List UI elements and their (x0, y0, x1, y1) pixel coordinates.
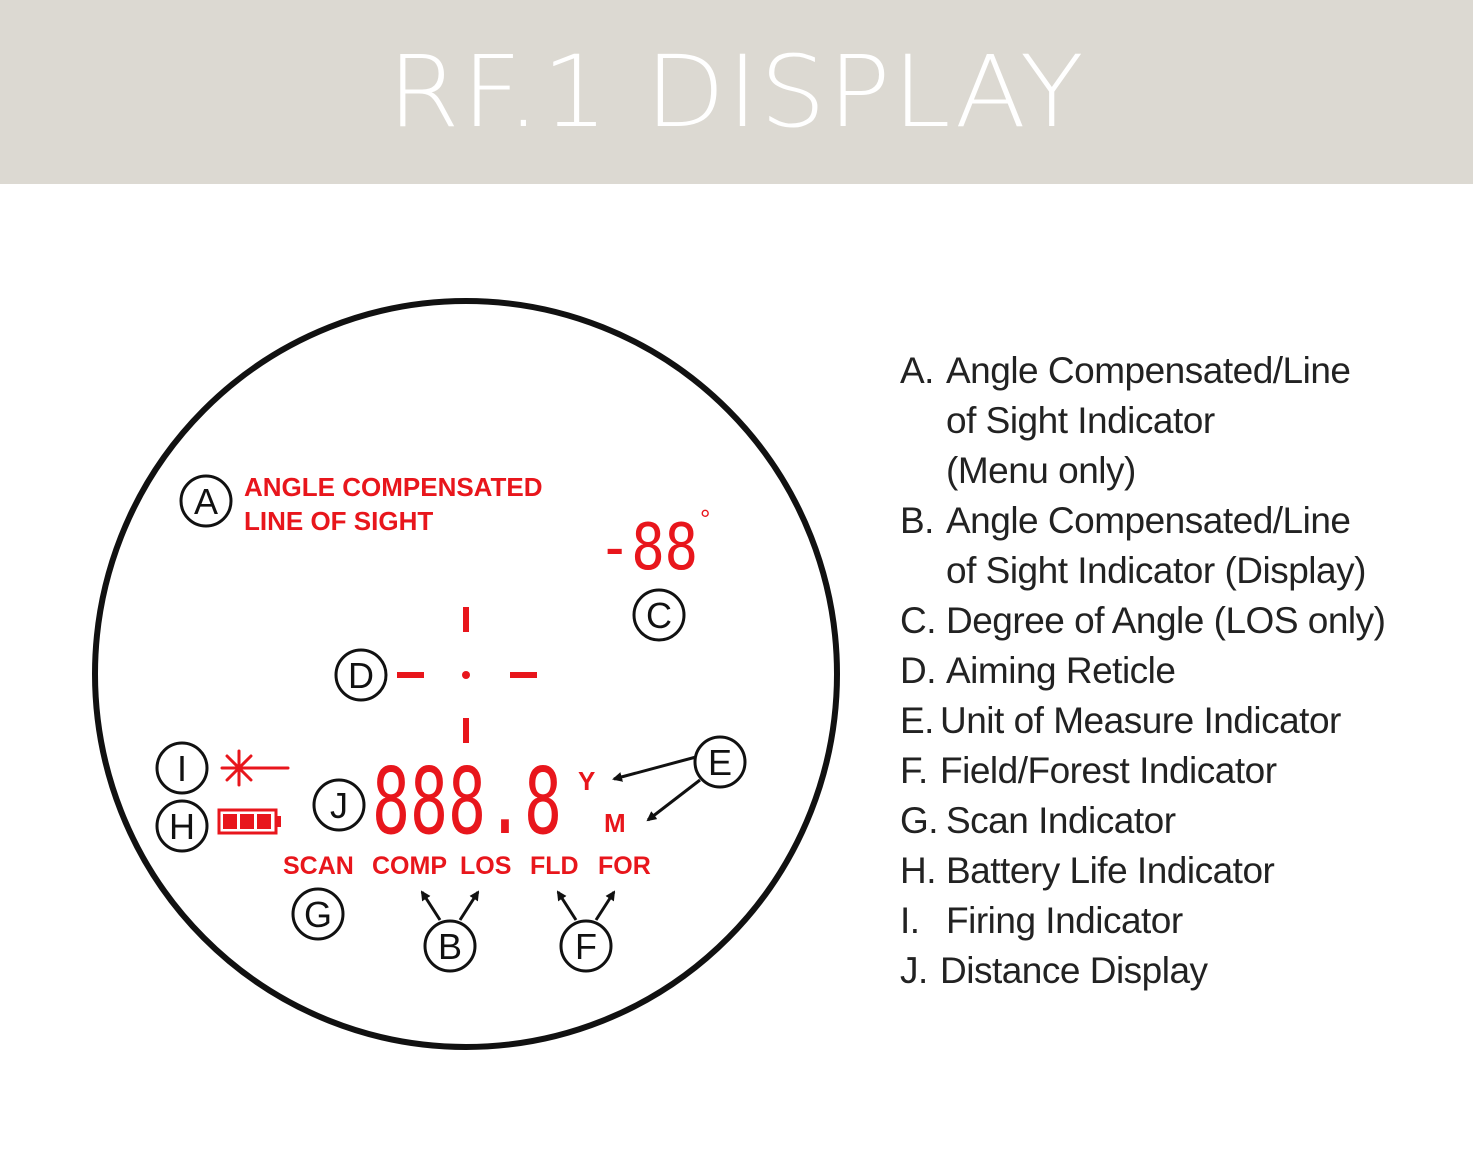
legend-letter: D. (900, 650, 937, 691)
angle-value: -88 (598, 511, 698, 585)
mode-fld: FLD (530, 852, 579, 880)
legend-text: of Sight Indicator (Display) (946, 550, 1366, 591)
eyepiece-circle (92, 298, 840, 1050)
unit-yards: Y (578, 766, 595, 796)
legend-letter: B. (900, 500, 934, 541)
angle-label-line2: LINE OF SIGHT (244, 506, 433, 536)
legend-letter: J. (900, 950, 928, 991)
legend-text: (Menu only) (946, 450, 1136, 491)
arrow-e-to-y (612, 755, 697, 782)
callout-b: B (423, 919, 477, 973)
legend-item-a: A. Angle Compensated/Line of Sight Indic… (900, 346, 1460, 496)
legend-text: Aiming Reticle (946, 650, 1176, 691)
callout-c-letter: C (646, 595, 672, 636)
mode-for: FOR (598, 852, 651, 880)
arrow-b-to-los (458, 890, 480, 921)
callout-f: F (559, 919, 613, 973)
arrow-f-to-for (594, 890, 616, 921)
legend-letter: F. (900, 750, 928, 791)
mode-los: LOS (460, 852, 511, 880)
legend-text: Angle Compensated/Line (946, 500, 1351, 541)
legend-letter: E. (900, 700, 934, 741)
callout-i: I (155, 741, 209, 795)
callout-a: A (179, 474, 233, 528)
legend-letter: G. (900, 800, 939, 841)
mode-comp: COMP (372, 852, 447, 880)
callout-e-letter: E (708, 742, 732, 783)
callout-g-letter: G (304, 894, 332, 935)
battery-icon (217, 808, 281, 835)
laser-icon (220, 749, 290, 787)
callout-j-letter: J (330, 785, 348, 826)
reticle-right (510, 672, 537, 678)
aiming-reticle (397, 607, 537, 743)
reticle-left (397, 672, 424, 678)
legend-text: Battery Life Indicator (946, 850, 1275, 891)
mode-scan: SCAN (283, 852, 354, 880)
legend-text: Distance Display (940, 950, 1208, 991)
callout-a-letter: A (194, 481, 218, 522)
callout-e: E (693, 735, 747, 789)
callout-b-letter: B (438, 926, 462, 967)
arrow-e-to-m (646, 778, 701, 822)
legend-item-d: D. Aiming Reticle (900, 646, 1460, 696)
angle-degree-display: -88 ° (598, 504, 710, 585)
callout-d-letter: D (348, 655, 374, 696)
degree-symbol: ° (700, 504, 710, 534)
legend-text: Firing Indicator (946, 900, 1183, 941)
legend-item-i: I. Firing Indicator (900, 896, 1460, 946)
arrow-f-to-fld (556, 890, 578, 921)
callout-j: J (312, 778, 366, 832)
legend-item-b: B. Angle Compensated/Line of Sight Indic… (900, 496, 1460, 596)
legend-letter: H. (900, 850, 937, 891)
legend-item-g: G. Scan Indicator (900, 796, 1460, 846)
legend-letter: I. (900, 900, 920, 941)
callout-c: C (632, 588, 686, 642)
legend-text: Angle Compensated/Line (946, 350, 1351, 391)
legend-item-e: E. Unit of Measure Indicator (900, 696, 1460, 746)
legend-item-j: J. Distance Display (900, 946, 1460, 996)
distance-value: 888.8 (372, 748, 562, 855)
legend-item-c: C. Degree of Angle (LOS only) (900, 596, 1460, 646)
angle-label-line1: ANGLE COMPENSATED (244, 472, 543, 502)
reticle-center-dot (462, 671, 470, 679)
legend-text: of Sight Indicator (946, 400, 1215, 441)
legend-text: Field/Forest Indicator (940, 750, 1277, 791)
callout-h: H (155, 799, 209, 853)
unit-meters: M (604, 808, 626, 838)
legend-list: A. Angle Compensated/Line of Sight Indic… (900, 346, 1460, 996)
callout-g: G (291, 887, 345, 941)
callout-f-letter: F (575, 926, 597, 967)
legend-item-f: F. Field/Forest Indicator (900, 746, 1460, 796)
callout-d: D (334, 648, 388, 702)
arrow-b-to-comp (420, 890, 442, 921)
legend-text: Scan Indicator (946, 800, 1176, 841)
page-title: RF.1 DISPLAY (387, 34, 1086, 150)
legend-letter: A. (900, 350, 934, 391)
callout-i-letter: I (177, 748, 187, 789)
reticle-top (463, 607, 469, 632)
legend-letter: C. (900, 600, 937, 641)
legend-text: Degree of Angle (LOS only) (946, 600, 1386, 641)
legend-text: Unit of Measure Indicator (940, 700, 1341, 741)
legend-item-h: H. Battery Life Indicator (900, 846, 1460, 896)
reticle-bottom (463, 718, 469, 743)
callout-h-letter: H (169, 806, 195, 847)
header-banner: RF.1 DISPLAY (0, 0, 1473, 184)
